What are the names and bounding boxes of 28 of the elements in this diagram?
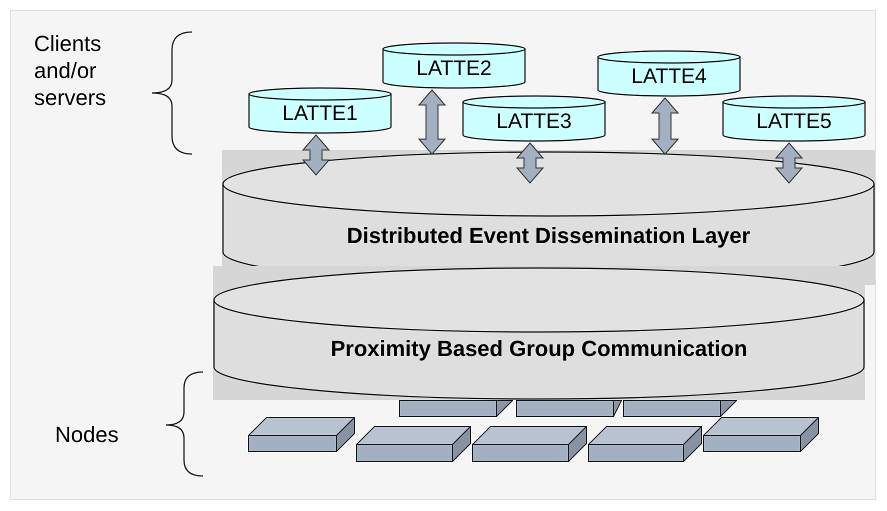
double-arrow bbox=[516, 142, 544, 184]
node-label: LATTE1 bbox=[281, 101, 359, 127]
slab-box bbox=[588, 426, 702, 462]
slab-box bbox=[472, 426, 587, 462]
group-label: Clients and/or servers bbox=[34, 30, 108, 111]
layer-cylinder bbox=[213, 266, 865, 400]
cylinder bbox=[382, 42, 526, 89]
node-label: LATTE4 bbox=[630, 64, 708, 90]
node-label: LATTE5 bbox=[755, 109, 833, 135]
double-arrow bbox=[418, 89, 446, 155]
double-arrow bbox=[650, 97, 680, 155]
group-label: Nodes bbox=[55, 421, 119, 448]
cylinder bbox=[248, 87, 392, 134]
layer-label: Proximity Based Group Communication bbox=[330, 335, 748, 363]
double-arrow bbox=[302, 134, 330, 176]
slab-box bbox=[516, 400, 622, 417]
slab-box bbox=[623, 400, 737, 417]
cylinder bbox=[597, 50, 741, 97]
slab-box bbox=[399, 400, 513, 417]
layer-label: Distributed Event Dissemination Layer bbox=[346, 222, 752, 250]
node-label: LATTE2 bbox=[415, 56, 493, 82]
slab-box bbox=[356, 426, 471, 462]
node-label: LATTE3 bbox=[495, 109, 573, 135]
cylinder bbox=[722, 95, 866, 142]
slab-box bbox=[703, 417, 819, 452]
cylinder bbox=[462, 95, 606, 142]
double-arrow bbox=[774, 142, 804, 184]
slab-box bbox=[248, 417, 355, 452]
